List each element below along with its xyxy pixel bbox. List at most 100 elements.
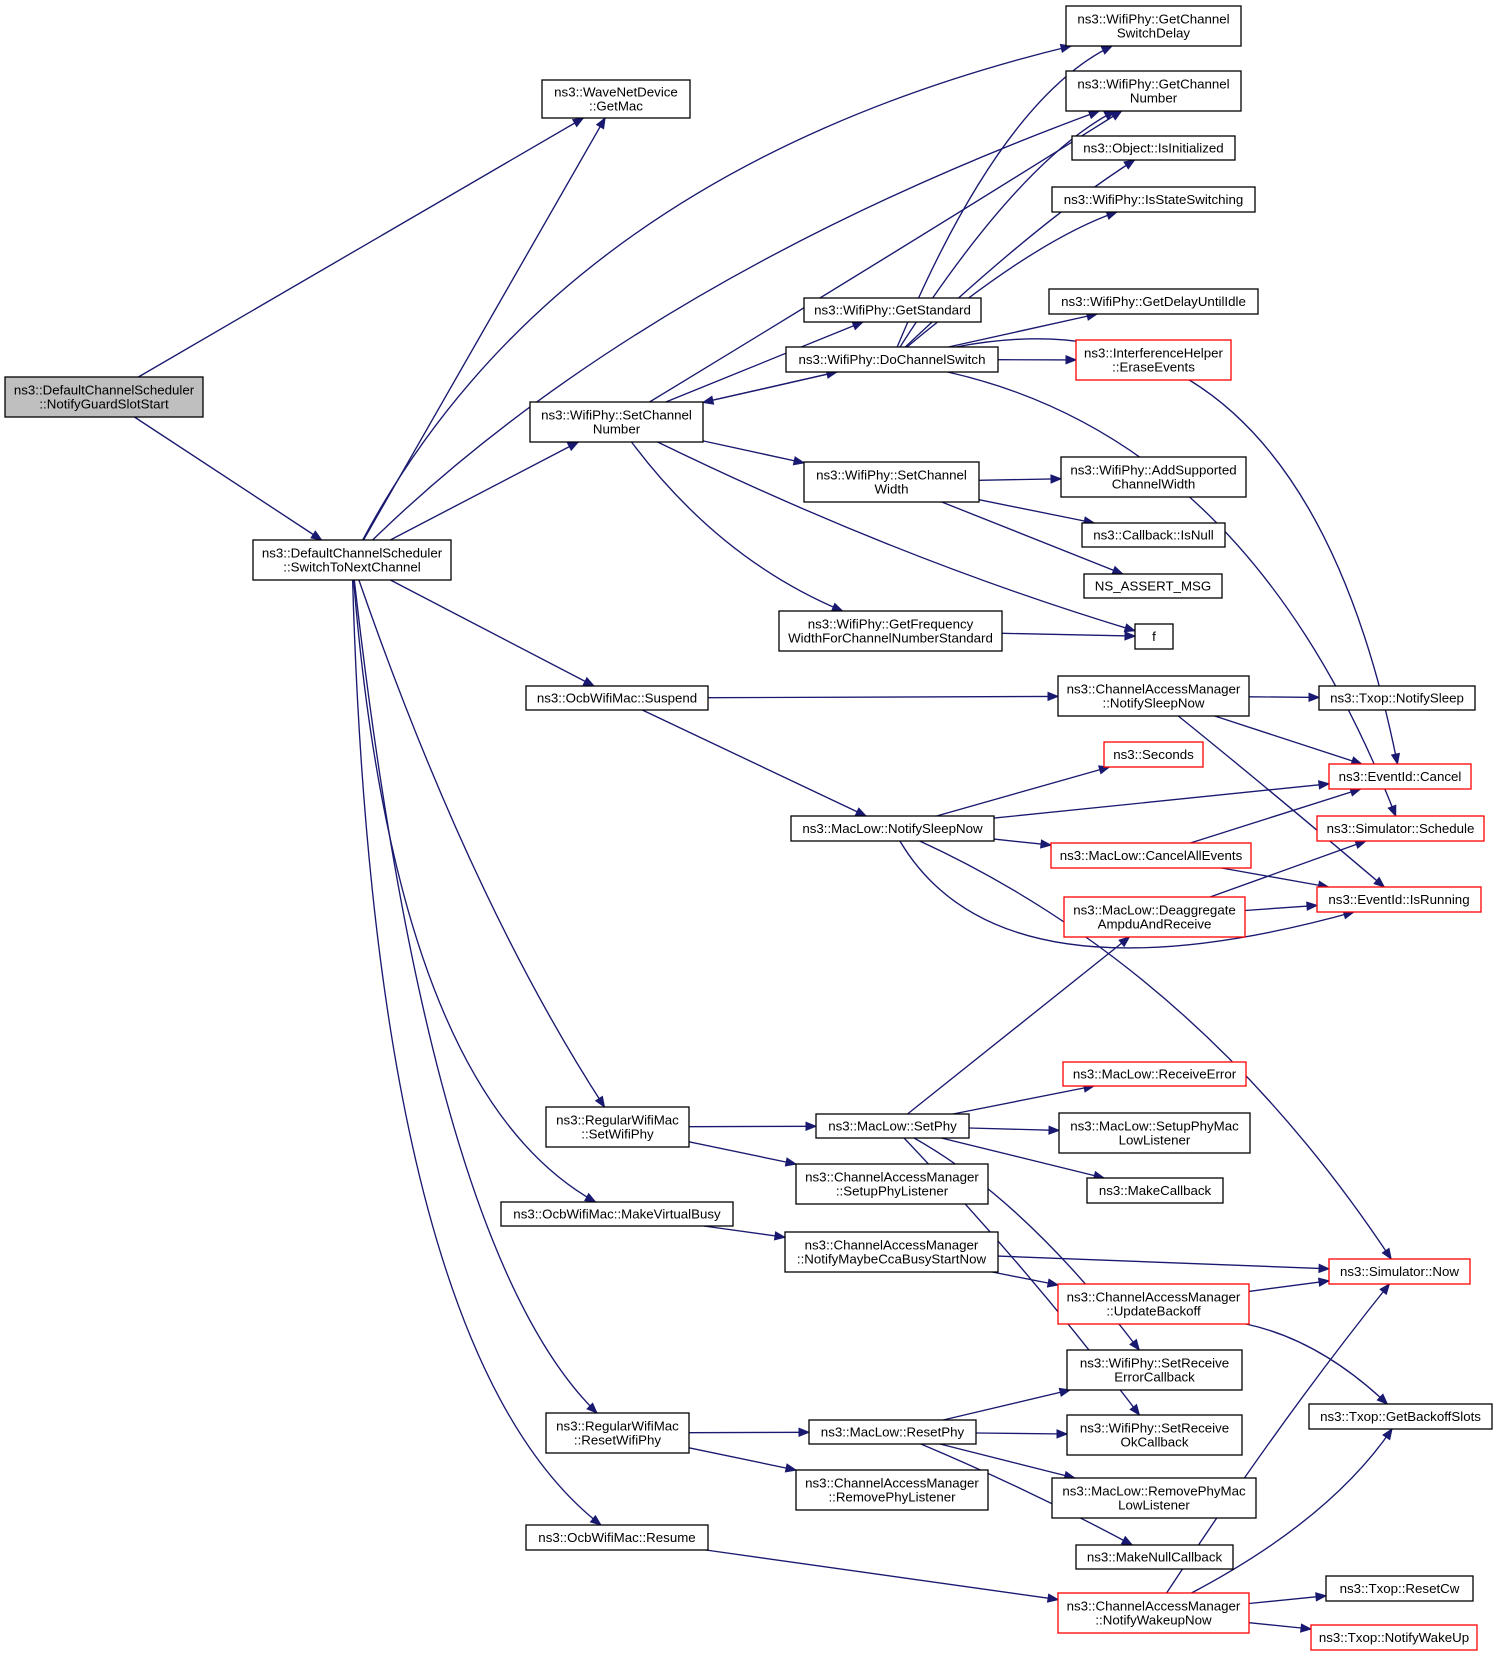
- function-node-switchToNext[interactable]: ns3::DefaultChannelScheduler::SwitchToNe…: [252, 539, 452, 581]
- edge-line: [1191, 1428, 1393, 1594]
- call-edge-regResetWifiPhy-to-macLowResetPhy: [688, 1427, 811, 1438]
- function-node-makeCallback[interactable]: ns3::MakeCallback: [1086, 1177, 1224, 1204]
- arrowhead-icon: [1129, 1403, 1141, 1417]
- arrowhead-icon: [1040, 839, 1053, 849]
- node-box: [778, 610, 1003, 652]
- node-box: [1066, 1414, 1243, 1456]
- function-node-ocbResume[interactable]: ns3::OcbWifiMac::Resume: [525, 1524, 709, 1551]
- edge-line: [906, 211, 1118, 348]
- node-box: [795, 1469, 989, 1511]
- node-label-line: ns3::WifiPhy::DoChannelSwitch: [799, 352, 986, 367]
- function-node-f[interactable]: f: [1134, 623, 1174, 650]
- function-node-getFreqWidth[interactable]: ns3::WifiPhy::GetFrequencyWidthForChanne…: [778, 610, 1003, 652]
- edge-line: [707, 695, 1059, 699]
- call-edge-camNotifySleepNow-to-eventIsRunning: [1177, 715, 1386, 888]
- edge-line: [941, 1137, 1105, 1179]
- arrowhead-icon: [1065, 355, 1078, 365]
- node-box: [1081, 522, 1226, 548]
- function-node-waveGetMac[interactable]: ns3::WaveNetDevice::GetMac: [541, 79, 691, 119]
- function-node-ocbSuspend[interactable]: ns3::OcbWifiMac::Suspend: [525, 685, 709, 711]
- arrowhead-icon: [1387, 804, 1397, 818]
- function-node-camNotifyWakeupNow[interactable]: ns3::ChannelAccessManager::NotifyWakeupN…: [1057, 1592, 1250, 1634]
- function-node-eraseEvents[interactable]: ns3::InterferenceHelper::EraseEvents: [1075, 339, 1232, 381]
- node-label-line: ns3::Txop::ResetCw: [1340, 1581, 1460, 1596]
- function-node-txopResetCw[interactable]: ns3::Txop::ResetCw: [1325, 1575, 1474, 1602]
- call-edge-camNotifyWakeupNow-to-txopResetCw: [1248, 1592, 1328, 1605]
- node-label-line: ns3::EventId::Cancel: [1339, 769, 1462, 784]
- function-node-cancelAllEvents[interactable]: ns3::MacLow::CancelAllEvents: [1050, 842, 1252, 869]
- edge-line: [899, 840, 1355, 949]
- function-node-isInitialized[interactable]: ns3::Object::IsInitialized: [1071, 135, 1236, 161]
- node-label-line: ns3::WifiPhy::GetDelayUntilIdle: [1061, 294, 1246, 309]
- function-node-camRemovePhyListener[interactable]: ns3::ChannelAccessManager::RemovePhyList…: [795, 1469, 989, 1511]
- function-node-camSetupPhyListener[interactable]: ns3::ChannelAccessManager::SetupPhyListe…: [795, 1163, 989, 1205]
- function-node-doChannelSwitch[interactable]: ns3::WifiPhy::DoChannelSwitch: [785, 346, 999, 373]
- edge-line: [997, 1255, 1330, 1270]
- node-label-line: ::SetupPhyListener: [836, 1184, 949, 1199]
- function-node-seconds[interactable]: ns3::Seconds: [1103, 741, 1204, 768]
- node-box: [790, 815, 995, 842]
- function-node-receiveError[interactable]: ns3::MacLow::ReceiveError: [1062, 1061, 1247, 1087]
- arrowhead-icon: [1124, 631, 1137, 641]
- node-label-line: ns3::Callback::IsNull: [1093, 528, 1214, 543]
- call-edge-camUpdateBackoff-to-simNow: [1248, 1277, 1331, 1293]
- node-label-line: ::UpdateBackoff: [1106, 1304, 1201, 1319]
- function-node-camNotifyMaybeCca[interactable]: ns3::ChannelAccessManager::NotifyMaybeCc…: [784, 1231, 999, 1273]
- arrowhead-icon: [1315, 1592, 1328, 1602]
- function-node-getStandard[interactable]: ns3::WifiPhy::GetStandard: [803, 297, 982, 323]
- node-label-line: ErrorCallback: [1114, 1370, 1195, 1385]
- node-box: [785, 346, 999, 373]
- function-node-txopNotifyWakeUp[interactable]: ns3::Txop::NotifyWakeUp: [1310, 1624, 1478, 1651]
- edge-line: [703, 1225, 786, 1238]
- edge-line: [978, 478, 1062, 481]
- function-node-nsAssertMsg[interactable]: NS_ASSERT_MSG: [1083, 573, 1223, 599]
- function-node-simSchedule[interactable]: ns3::Simulator::Schedule: [1316, 815, 1485, 842]
- call-edge-macLowNotifySleepNow-to-cancelAllEvents: [993, 838, 1053, 849]
- node-box: [1083, 573, 1223, 599]
- node-label-line: AmpduAndReceive: [1098, 917, 1212, 932]
- edge-line: [353, 579, 598, 1414]
- call-edge-switchToNext-to-ocbResume: [351, 579, 602, 1526]
- call-edge-macLowSetPhy-to-deaggregate: [907, 936, 1131, 1115]
- function-node-camNotifySleepNow[interactable]: ns3::ChannelAccessManager::NotifySleepNo…: [1057, 675, 1250, 717]
- node-box: [500, 1201, 734, 1227]
- function-node-macLowSetPhy[interactable]: ns3::MacLow::SetPhy: [815, 1113, 970, 1139]
- node-box: [784, 1231, 999, 1273]
- node-label-line: ns3::WifiPhy::SetReceive: [1080, 1421, 1229, 1436]
- function-node-getDelayUntilIdle[interactable]: ns3::WifiPhy::GetDelayUntilIdle: [1048, 288, 1259, 315]
- function-node-txopNotifySleep[interactable]: ns3::Txop::NotifySleep: [1318, 685, 1476, 711]
- function-node-getBackoffSlots[interactable]: ns3::Txop::GetBackoffSlots: [1308, 1403, 1493, 1430]
- edge-line: [665, 321, 864, 403]
- node-box: [1316, 886, 1482, 913]
- function-node-eventCancel[interactable]: ns3::EventId::Cancel: [1328, 763, 1472, 790]
- function-node-makeNullCallback[interactable]: ns3::MakeNullCallback: [1075, 1544, 1234, 1570]
- node-box: [1103, 741, 1204, 768]
- function-node-macLowNotifySleepNow[interactable]: ns3::MacLow::NotifySleepNow: [790, 815, 995, 842]
- function-node-ocbMakeVirtualBusy[interactable]: ns3::OcbWifiMac::MakeVirtualBusy: [500, 1201, 734, 1227]
- function-node-camUpdateBackoff[interactable]: ns3::ChannelAccessManager::UpdateBackoff: [1057, 1283, 1250, 1325]
- node-label-line: ::ResetWifiPhy: [574, 1433, 662, 1448]
- function-node-simNow[interactable]: ns3::Simulator::Now: [1328, 1258, 1471, 1285]
- function-node-regSetWifiPhy[interactable]: ns3::RegularWifiMac::SetWifiPhy: [545, 1106, 690, 1148]
- call-edge-getFreqWidth-to-f: [1001, 631, 1137, 641]
- node-label-line: ns3::WifiPhy::GetStandard: [814, 303, 971, 318]
- function-node-isStateSwitching[interactable]: ns3::WifiPhy::IsStateSwitching: [1051, 186, 1256, 213]
- function-node-callbackIsNull[interactable]: ns3::Callback::IsNull: [1081, 522, 1226, 548]
- edge-line: [1248, 696, 1320, 699]
- node-box: [1051, 1477, 1257, 1519]
- function-node-regResetWifiPhy[interactable]: ns3::RegularWifiMac::ResetWifiPhy: [545, 1412, 690, 1454]
- node-label-line: ns3::ChannelAccessManager: [1067, 1290, 1241, 1305]
- function-node-macLowResetPhy[interactable]: ns3::MacLow::ResetPhy: [808, 1419, 977, 1445]
- edge-line: [1244, 904, 1318, 912]
- function-node-eventIsRunning[interactable]: ns3::EventId::IsRunning: [1316, 886, 1482, 913]
